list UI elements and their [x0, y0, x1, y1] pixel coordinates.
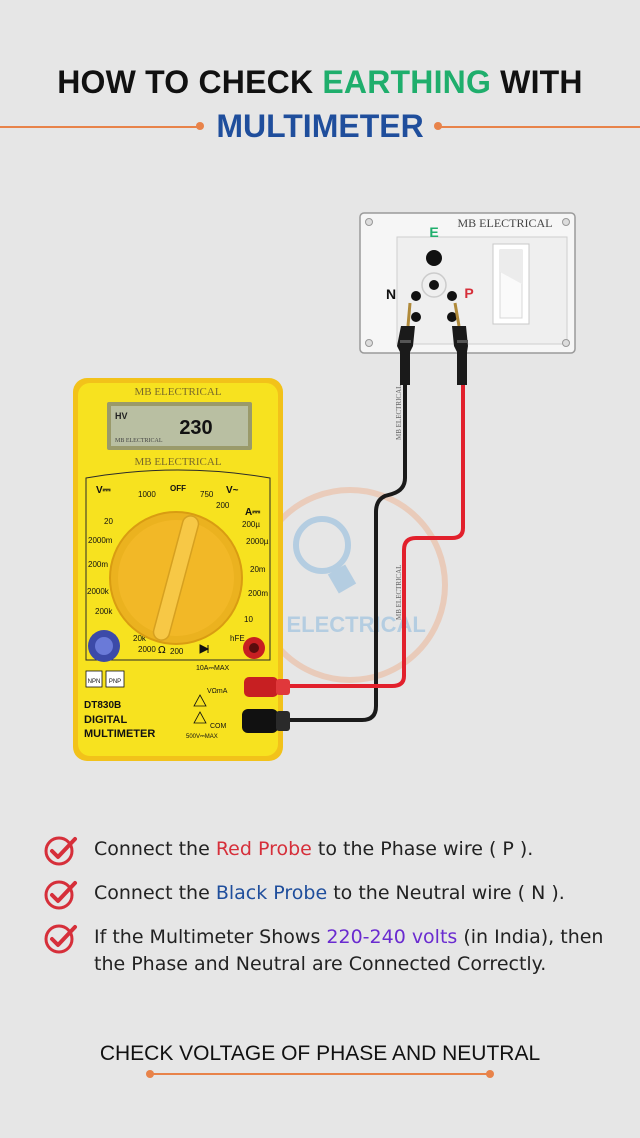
svg-text:200k: 200k	[95, 607, 113, 616]
instruction-list: Connect the Red Probe to the Phase wire …	[44, 836, 614, 995]
list-item: Connect the Black Probe to the Neutral w…	[44, 880, 614, 910]
svg-text:200: 200	[216, 501, 230, 510]
transistor-socket: NPN PNP	[85, 630, 125, 688]
lcd-mode: HV	[115, 411, 128, 421]
neutral-hole	[411, 291, 421, 301]
lcd-value: 230	[179, 417, 212, 439]
svg-text:20m: 20m	[250, 565, 266, 574]
svg-text:10: 10	[244, 615, 253, 624]
svg-text:Ω: Ω	[158, 645, 166, 656]
lcd-display	[111, 406, 248, 446]
svg-text:hFE: hFE	[230, 634, 245, 643]
svg-text:200m: 200m	[88, 560, 108, 569]
footer-caption: CHECK VOLTAGE OF PHASE AND NEUTRAL	[99, 1042, 541, 1065]
phase-label: P	[464, 285, 473, 301]
svg-text:200µ: 200µ	[242, 520, 260, 529]
wall-socket: MB ELECTRICAL E N P	[359, 212, 576, 354]
red-probe-wire	[290, 385, 465, 688]
svg-text:1000: 1000	[138, 490, 156, 499]
dial-range-labels: V⎓ 1000 OFF 750 V~ 200 A⎓ 200µ 2000µ 20m…	[87, 484, 269, 656]
phase-hole	[447, 291, 457, 301]
warning-icon	[193, 694, 207, 724]
cable-print-black: MB ELECTRICAL	[395, 385, 403, 440]
check-icon	[44, 924, 77, 954]
socket-brand: MB ELECTRICAL	[458, 216, 553, 230]
red-probe-highlight: Red Probe	[215, 838, 312, 860]
footer-rule-right-dot	[486, 1070, 494, 1078]
svg-text:V⎓: V⎓	[96, 485, 111, 496]
svg-text:10A⎓MAX: 10A⎓MAX	[196, 665, 230, 672]
svg-text:2000: 2000	[138, 645, 156, 654]
footer-rule	[150, 1073, 490, 1075]
svg-text:PNP: PNP	[109, 679, 121, 685]
svg-text:750: 750	[200, 490, 214, 499]
svg-text:OFF: OFF	[170, 484, 186, 493]
meter-name-line2: MULTIMETER	[84, 728, 155, 740]
title-rule-right	[438, 126, 640, 128]
svg-text:20: 20	[104, 517, 113, 526]
list-item: Connect the Red Probe to the Phase wire …	[44, 836, 614, 866]
meter-name-line1: DIGITAL	[84, 714, 127, 726]
svg-text:20k: 20k	[133, 634, 147, 643]
black-probe-plug	[242, 709, 290, 733]
meter-brand-mid: MB ELECTRICAL	[134, 456, 221, 468]
ohm-icon: Ω	[158, 645, 166, 656]
svg-text:NPN: NPN	[88, 679, 101, 685]
cable-print-red: MB ELECTRICAL	[395, 565, 403, 620]
lcd-brand: MB ELECTRICAL	[115, 438, 163, 444]
svg-text:2000m: 2000m	[88, 536, 113, 545]
svg-text:V~: V~	[226, 485, 239, 496]
check-icon	[44, 836, 77, 866]
svg-text:A⎓: A⎓	[245, 507, 260, 518]
check-icon	[44, 880, 77, 910]
meter-model: DT830B	[84, 700, 121, 711]
earth-hole	[426, 250, 442, 266]
page-title-line1: HOW TO CHECK EARTHING WITH	[57, 64, 583, 100]
title-highlight: EARTHING	[322, 64, 492, 100]
red-probe	[452, 302, 468, 385]
title-rule-left-dot	[196, 122, 204, 130]
svg-text:200m: 200m	[248, 589, 268, 598]
meter-brand-top: MB ELECTRICAL	[134, 386, 221, 398]
red-probe-plug	[244, 677, 290, 697]
svg-text:500V⎓MAX: 500V⎓MAX	[186, 734, 218, 740]
diode-icon	[199, 644, 210, 654]
page-title-line2: MULTIMETER	[216, 108, 424, 144]
black-probe-highlight: Black Probe	[215, 882, 328, 904]
black-probe-wire	[290, 385, 407, 722]
list-item: If the Multimeter Shows 220-240 volts (i…	[44, 924, 614, 978]
svg-text:2000k: 2000k	[87, 587, 110, 596]
multimeter-diagram: MB ELECTRICAL MB ELECTRICAL MB ELECTRICA…	[73, 212, 576, 761]
lightbulb-icon	[293, 516, 357, 594]
svg-text:COM: COM	[210, 723, 227, 730]
digital-multimeter: MB ELECTRICAL HV 230 MB ELECTRICAL MB EL…	[73, 378, 290, 761]
neutral-label: N	[386, 286, 396, 302]
earth-label: E	[429, 224, 438, 240]
voltage-highlight: 220-240 volts	[326, 926, 458, 948]
svg-text:VΩmA: VΩmA	[207, 688, 228, 695]
black-probe	[397, 302, 415, 385]
svg-text:2000µ: 2000µ	[246, 537, 269, 546]
selector-pointer	[152, 515, 200, 641]
port-labels: 10A⎓MAX VΩmA COM 500V⎓MAX	[186, 665, 230, 740]
title-rule-left	[0, 126, 200, 128]
svg-text:200: 200	[170, 647, 184, 656]
socket-switch	[492, 243, 530, 325]
